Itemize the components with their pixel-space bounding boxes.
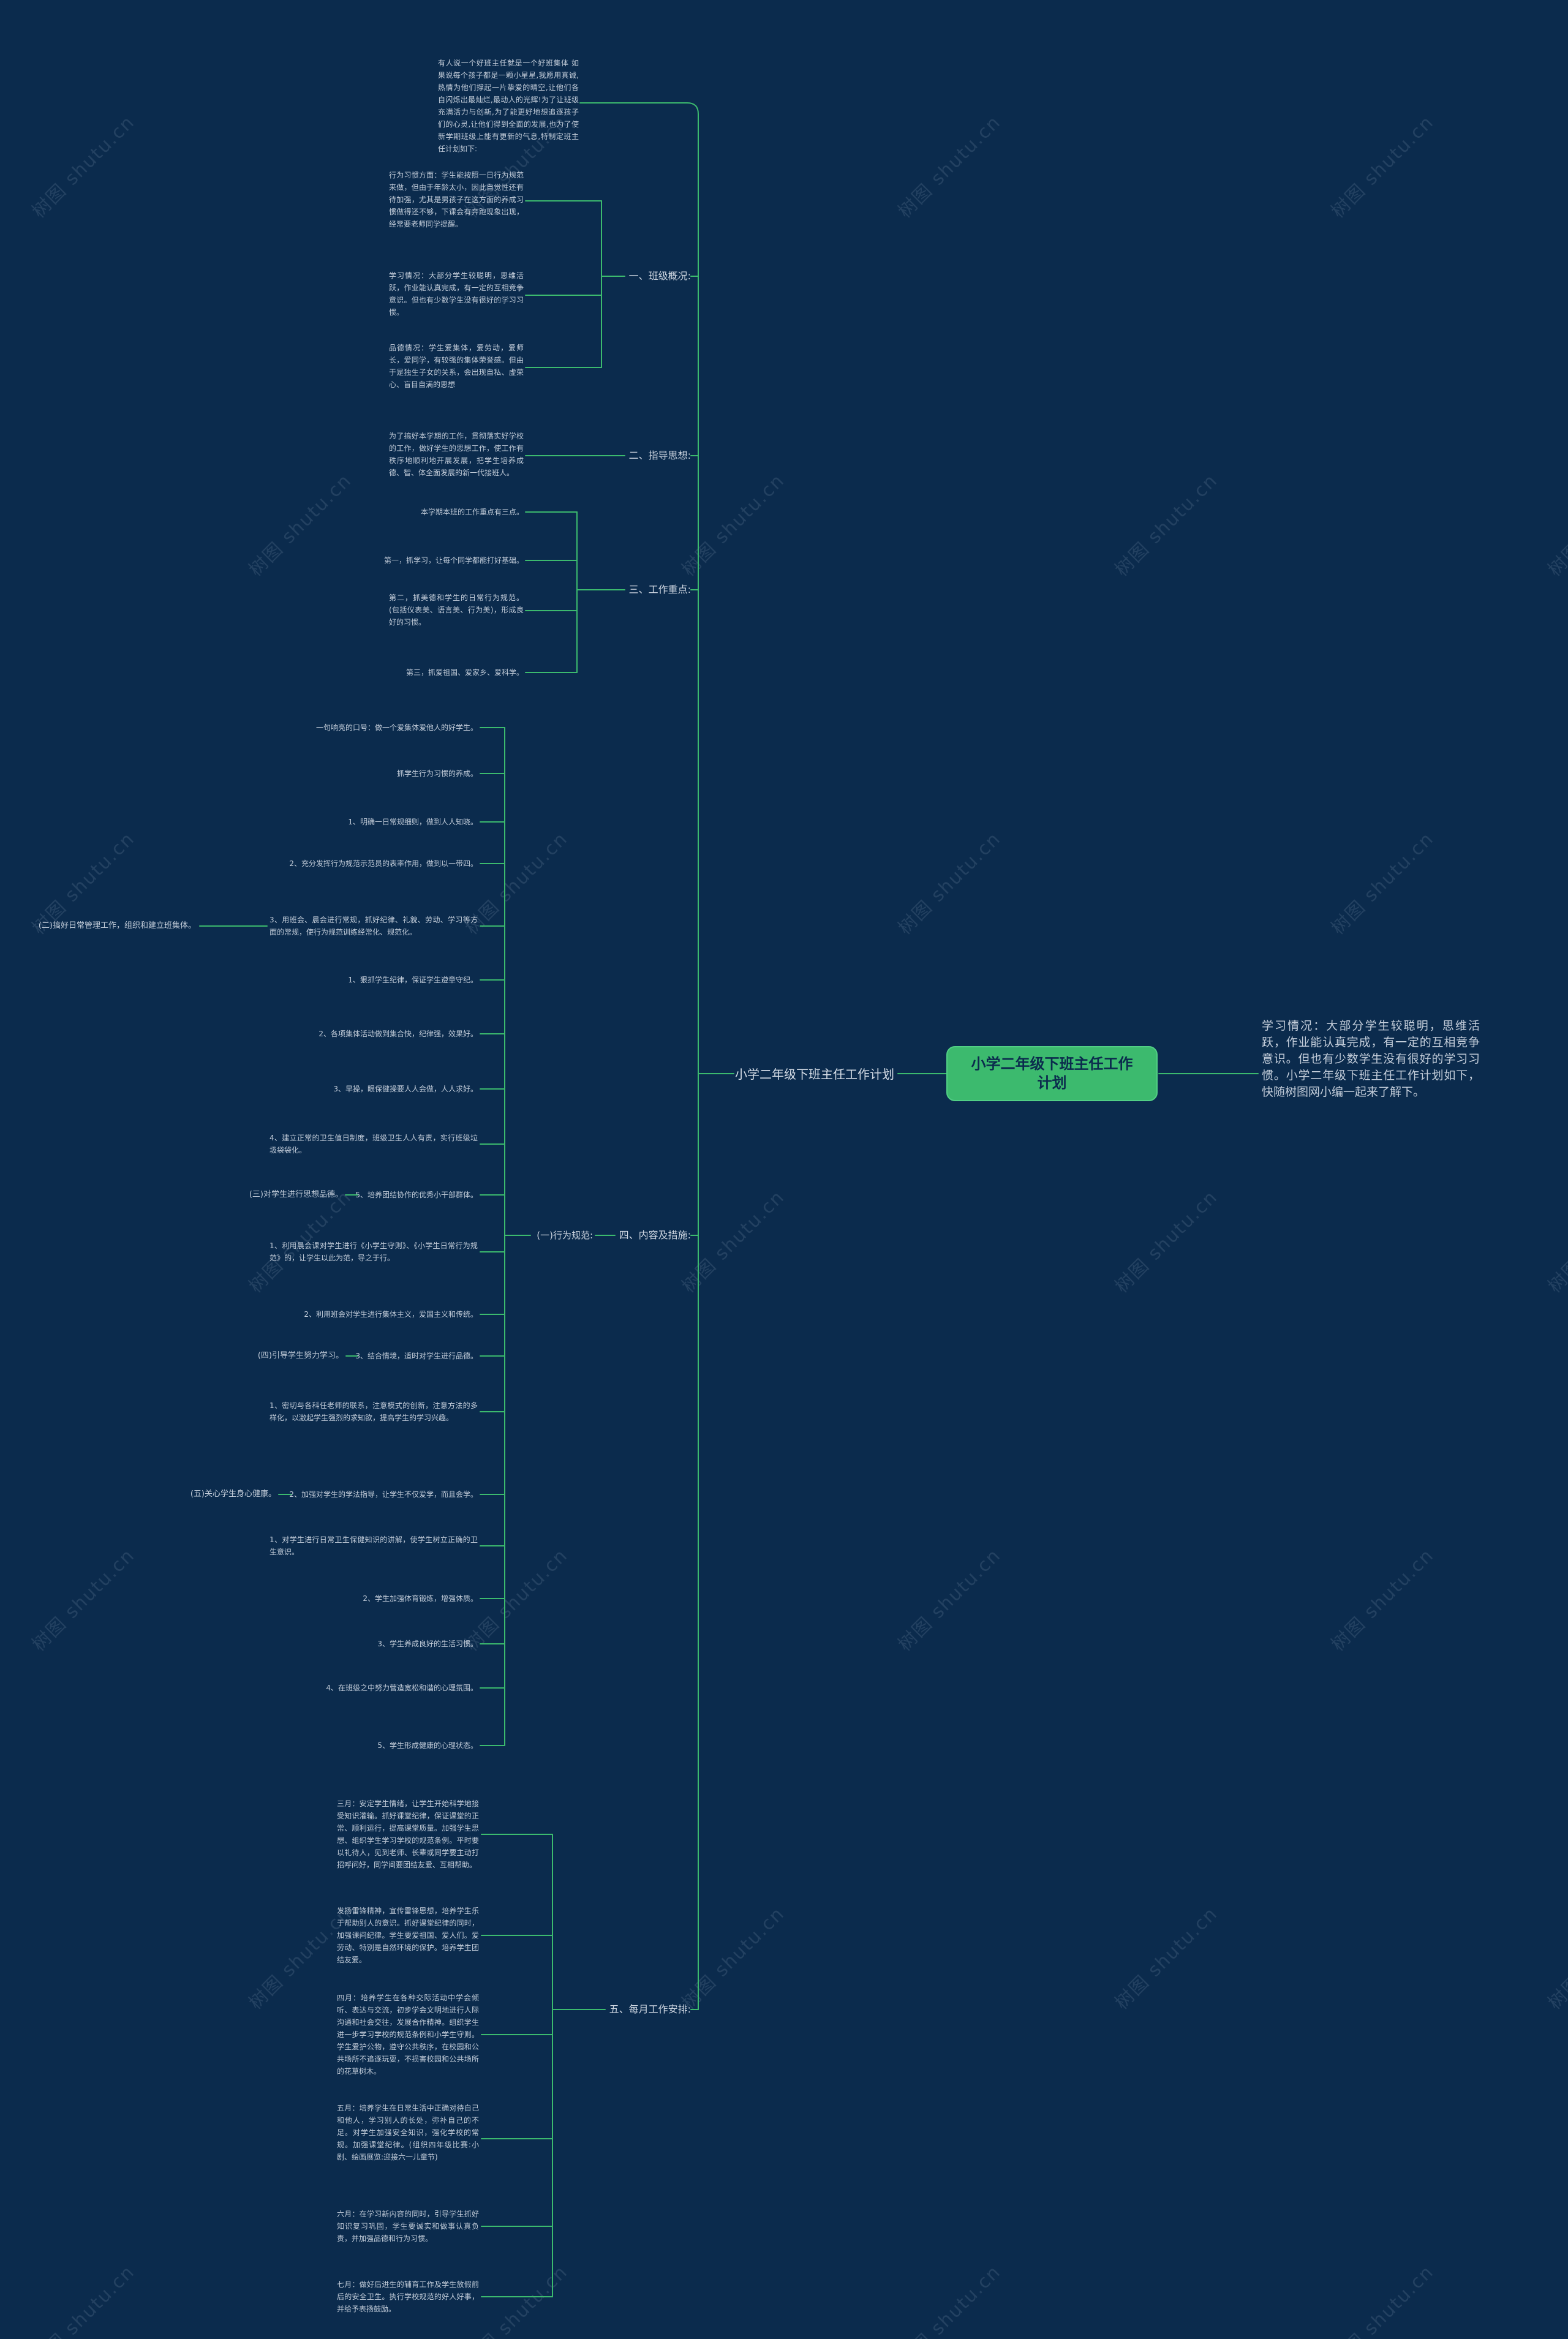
section-label-behavior-norms: (一)行为规范: [537, 1230, 593, 1241]
root-side-title: 小学二年级下班主任工作计划 [735, 1067, 894, 1082]
sec3-item-3: 3、结合情境，适时对学生进行品德。 [355, 1352, 478, 1360]
sec2-item-3: 3、早操，眼保健操要人人会做，人人求好。 [333, 1085, 478, 1093]
branch-label-guiding-thought: 二、指导思想: [628, 450, 691, 461]
sec3-item-1: 1、利用晨会课对学生进行《小学生守则》、《小学生日常行为规范》的，让学生以此为范… [270, 1241, 478, 1262]
watermark: 树图 shutu.cn [677, 469, 789, 581]
node-month-may: 五月：培养学生在日常生活中正确对待自己和他人，学习别人的长处，弥补自己的不足。对… [337, 2104, 479, 2161]
watermark: 树图 shutu.cn [244, 469, 356, 581]
central-topic: 小学二年级下班主任工作计划 [946, 1046, 1158, 1101]
watermark: 树图 shutu.cn [1327, 1544, 1438, 1655]
watermark: 树图 shutu.cn [28, 111, 139, 222]
sec1-item-1: 一句响亮的口号：做一个爱集体爱他人的好学生。 [315, 723, 478, 732]
branch-label-work-focus: 三、工作重点: [628, 584, 691, 595]
watermark: 树图 shutu.cn [894, 827, 1005, 939]
node-moral-status: 品德情况：学生爱集体，爱劳动，爱师长，爱同学，有较强的集体荣誉感。但由于是独生子… [389, 344, 524, 389]
watermark: 树图 shutu.cn [1110, 1186, 1222, 1297]
watermark: 树图 shutu.cn [677, 1902, 789, 2014]
sec2-item-5: 5、培养团结协作的优秀小干部群体。 [355, 1191, 478, 1199]
watermark: 树图 shutu.cn [1110, 469, 1222, 581]
node-month-june: 六月：在学习新内容的同时，引导学生抓好知识复习巩固，学生要诚实和做事认真负责，并… [337, 2210, 479, 2243]
node-month-march: 三月：安定学生情绪，让学生开始科学地接受知识灌输。抓好课堂纪律，保证课堂的正常、… [337, 1799, 479, 1869]
node-behavior-habits: 行为习惯方面：学生能按照一日行为规范来做，但由于年龄太小，因此自觉性还有待加强，… [389, 171, 524, 228]
section-label-study-guidance: (四)引导学生努力学习。 [257, 1351, 344, 1360]
sec5-item-2: 2、学生加强体育锻炼，增强体质。 [363, 1594, 478, 1603]
sec5-item-3: 3、学生养成良好的生活习惯。 [377, 1640, 478, 1648]
sec2-item-4: 4、建立正常的卫生值日制度，班级卫生人人有责，实行班级垃圾袋袋化。 [270, 1134, 478, 1154]
watermark: 树图 shutu.cn [894, 2261, 1005, 2339]
watermark: 树图 shutu.cn [894, 111, 1005, 222]
intro-note: 有人说一个好班主任就是一个好班集体 如果说每个孩子都是一颗小星星,我愿用真诚,热… [438, 59, 579, 153]
node-month-april: 四月：培养学生在各种交际活动中学会倾听、表达与交流，初步学会文明地进行人际沟通和… [337, 1994, 479, 2076]
node-focus-second: 第二，抓美德和学生的日常行为规范。(包括仪表美、语言美、行为美)，形成良好的习惯… [389, 593, 524, 627]
watermark: 树图 shutu.cn [1327, 827, 1438, 939]
sec5-item-1: 1、对学生进行日常卫生保健知识的讲解，使学生树立正确的卫生意识。 [270, 1535, 478, 1556]
watermark: 树图 shutu.cn [1327, 111, 1438, 222]
sec1-item-4: 2、充分发挥行为规范示范员的表率作用，做到以一带四。 [289, 859, 478, 868]
watermark: 树图 shutu.cn [28, 2261, 139, 2339]
watermark: 树图 shutu.cn [1544, 1186, 1568, 1297]
section-label-health-care: (五)关心学生身心健康。 [190, 1490, 276, 1499]
branch-label-monthly-schedule: 五、每月工作安排: [609, 2003, 691, 2015]
watermark: 树图 shutu.cn [1544, 1903, 1568, 2014]
node-focus-first: 第一，抓学习，让每个同学都能打好基础。 [383, 556, 524, 565]
branch-label-class-overview: 一、班级概况: [628, 270, 691, 282]
node-leifeng-spirit: 发扬雷锋精神，宣传雷锋思想，培养学生乐于帮助别人的意识。抓好课堂纪律的同时，加强… [337, 1907, 479, 1964]
sec1-item-5: 3、用班会、晨会进行常规，抓好纪律、礼貌、劳动、学习等方面的常规，使行为规范训练… [270, 916, 478, 936]
sec1-item-2: 抓学生行为习惯的养成。 [396, 769, 478, 778]
watermark: 树图 shutu.cn [1327, 2261, 1438, 2339]
watermark: 树图 shutu.cn [28, 1544, 139, 1655]
sec2-item-2: 2、各项集体活动做到集合快，纪律强，效果好。 [318, 1030, 478, 1038]
sec4-item-1: 1、密切与各科任老师的联系，注意模式的创新，注意方法的多样化，以激起学生强烈的求… [270, 1401, 478, 1422]
right-note: 学习情况：大部分学生较聪明，思维活跃，作业能认真完成，有一定的互相竞争意识。但也… [1262, 1019, 1480, 1099]
watermark: 树图 shutu.cn [677, 1186, 789, 1297]
node-focus-third: 第三，抓爱祖国、爱家乡、爱科学。 [405, 668, 524, 677]
branch-label-content-measures: 四、内容及措施: [619, 1229, 691, 1241]
node-month-july: 七月：做好后进生的辅育工作及学生放假前后的安全卫生。执行学校规范的好人好事，并给… [337, 2280, 479, 2313]
watermark: 树图 shutu.cn [1544, 470, 1568, 581]
sec2-item-1: 1、狠抓学生纪律，保证学生遵章守纪。 [348, 976, 478, 984]
section-label-moral-education: (三)对学生进行思想品德。 [249, 1190, 343, 1199]
sec5-item-4: 4、在班级之中努力营造宽松和谐的心理氛围。 [326, 1684, 478, 1692]
node-study-status: 学习情况：大部分学生较聪明，思维活跃，作业能认真完成，有一定的互相竞争意识。但也… [389, 271, 524, 317]
watermark: 树图 shutu.cn [894, 1544, 1005, 1655]
sec1-item-3: 1、明确一日常规细则，做到人人知晓。 [348, 818, 478, 826]
sec3-item-2: 2、利用班会对学生进行集体主义，爱国主义和传统。 [304, 1310, 478, 1319]
sec4-item-2: 2、加强对学生的学法指导，让学生不仅爱学，而且会学。 [289, 1490, 478, 1499]
node-guiding-thought: 为了搞好本学期的工作，贯彻落实好学校的工作，做好学生的思想工作，使工作有秩序地顺… [389, 432, 524, 477]
sec5-item-5: 5、学生形成健康的心理状态。 [377, 1741, 478, 1750]
section-label-daily-management: (二)搞好日常管理工作，组织和建立班集体。 [38, 921, 196, 930]
watermark: 树图 shutu.cn [1110, 1902, 1222, 2014]
node-focus-intro: 本学期本班的工作重点有三点。 [420, 508, 524, 516]
